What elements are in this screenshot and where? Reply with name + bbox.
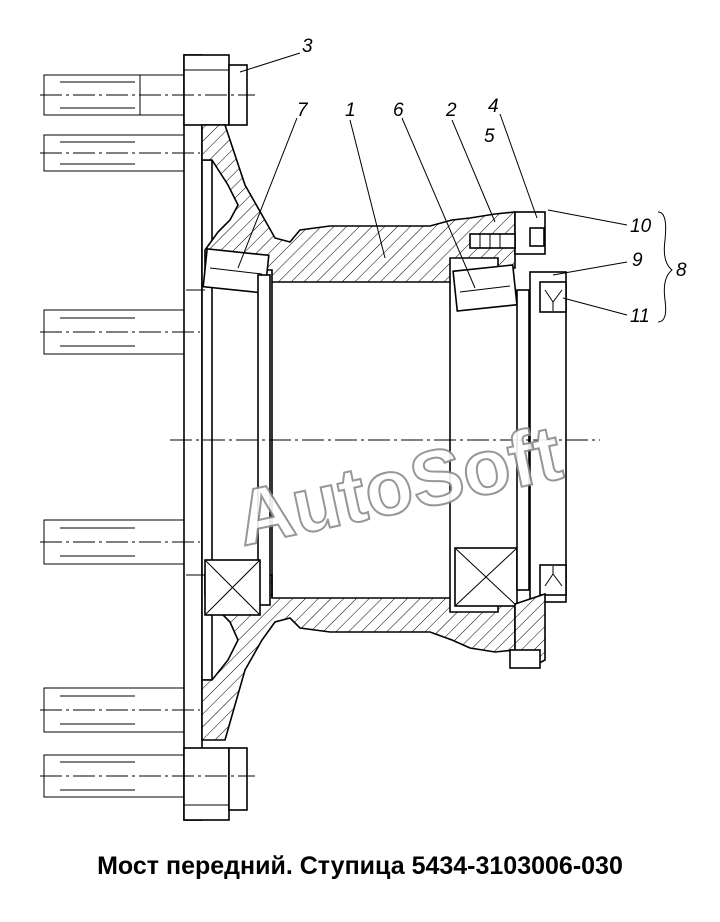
callout-6: 6 (393, 100, 404, 121)
callout-7: 7 (297, 100, 309, 121)
flange-bolts (183, 54, 248, 821)
callout-11: 11 (630, 306, 650, 327)
callout-1: 1 (345, 100, 356, 121)
callout-8: 8 (676, 260, 687, 281)
hub-flange (183, 54, 203, 821)
callout-4: 4 (488, 96, 499, 117)
callout-2: 2 (445, 100, 457, 121)
hub-cap-assembly (509, 211, 567, 669)
callout-5: 5 (484, 126, 495, 147)
hub-drawing: 3 7 1 6 2 4 5 10 9 8 11 AutoSoft (40, 36, 687, 821)
callout-10: 10 (630, 216, 652, 237)
wheel-studs (43, 74, 185, 798)
callout-3: 3 (302, 36, 313, 57)
callout-9: 9 (632, 250, 643, 271)
center-lines (40, 94, 600, 777)
cap-stud (469, 233, 516, 249)
inner-bearing (202, 247, 271, 616)
leader-lines (237, 52, 673, 323)
figure-caption: Мост передний. Ступица 5434-3103006-030 (97, 852, 623, 880)
